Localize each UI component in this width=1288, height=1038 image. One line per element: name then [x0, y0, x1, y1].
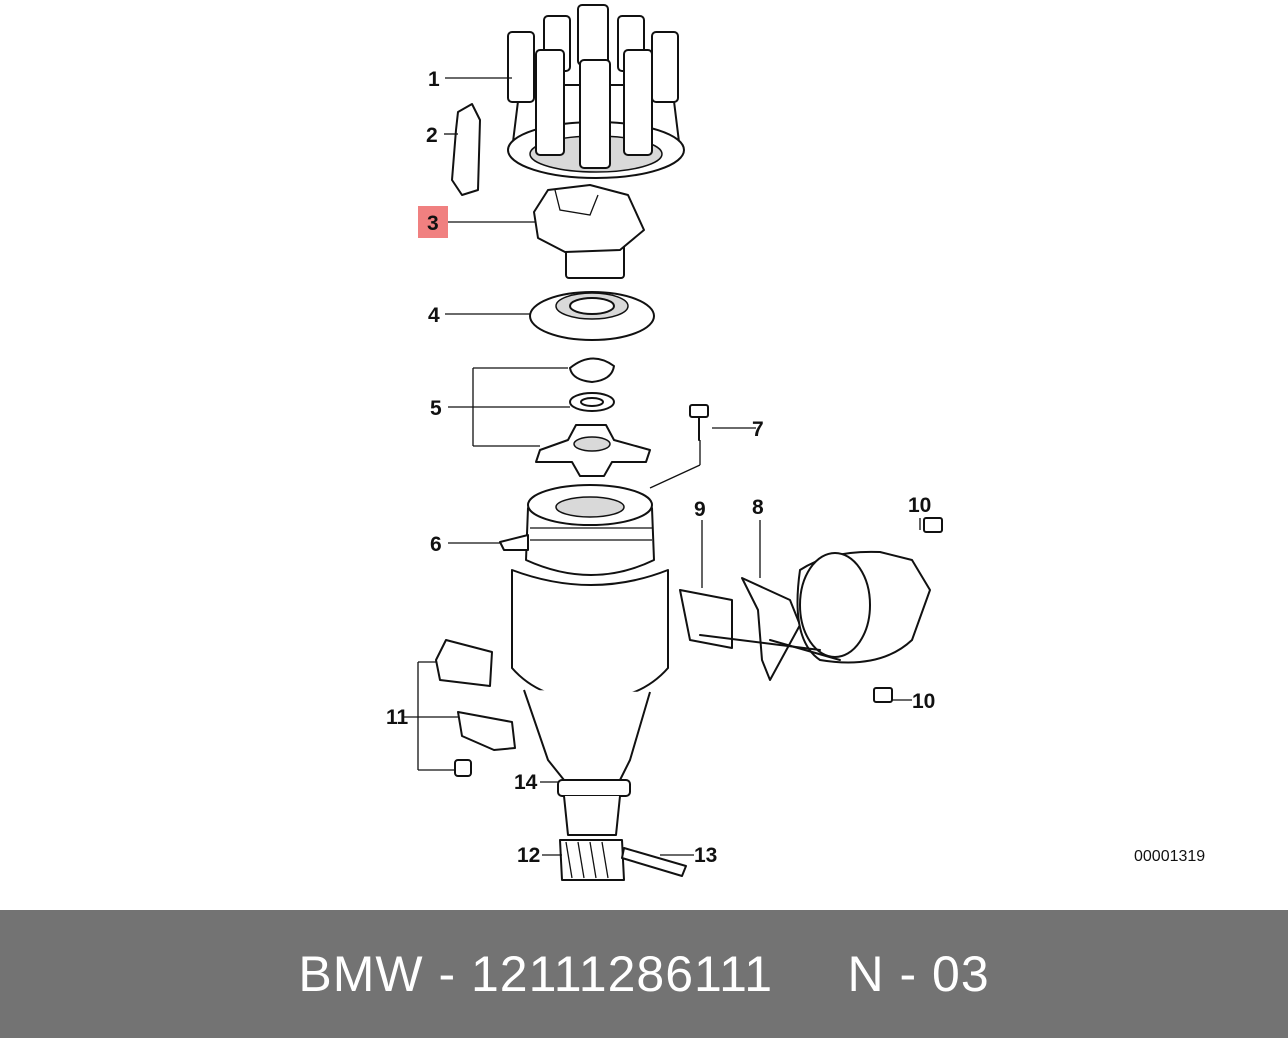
callout-14: 14: [514, 771, 538, 794]
screw-illustration: [873, 687, 893, 703]
dust-shield-illustration: [529, 291, 655, 341]
callout-10-bottom: 10: [912, 690, 935, 713]
snap-ring-washer-plate-illustration: [535, 357, 651, 477]
footer-bar: BMW - 12111286111 N - 03: [0, 910, 1288, 1038]
callout-11: 11: [386, 706, 409, 729]
distributor-cap-illustration: [507, 4, 685, 179]
highlight-box: [418, 206, 448, 238]
vacuum-advance-unit-illustration: [699, 550, 931, 664]
pin-illustration: [621, 847, 687, 877]
trigger-housing-illustration: [499, 484, 655, 576]
callout-9: 9: [694, 498, 706, 521]
callout-5: 5: [430, 397, 442, 420]
distributor-body-illustration: [511, 569, 669, 881]
exploded-parts-diagram: 1 2 3 4 5 6 7 8 9 10 10 11 14 12 13 0000…: [386, 4, 1205, 881]
callout-4: 4: [428, 304, 440, 327]
callout-13: 13: [694, 844, 717, 867]
screw-illustration: [923, 517, 943, 533]
callout-7: 7: [752, 418, 764, 441]
drawing-code: 00001319: [1134, 848, 1205, 865]
retaining-clip-illustration: [451, 103, 481, 196]
leader-lines: [404, 77, 921, 856]
callout-3: 3: [427, 212, 439, 235]
screw-illustration: [689, 404, 709, 441]
callout-6: 6: [430, 533, 442, 556]
part-caption: BMW - 12111286111 N - 03: [298, 946, 990, 1002]
callout-2: 2: [426, 124, 438, 147]
rotor-illustration: [533, 184, 645, 279]
callout-12: 12: [517, 844, 540, 867]
bracket-illustration: [679, 577, 801, 681]
callout-10-top: 10: [908, 494, 931, 517]
callout-8: 8: [752, 496, 764, 519]
clip-set-illustration: [435, 639, 516, 777]
callout-1: 1: [428, 68, 440, 91]
